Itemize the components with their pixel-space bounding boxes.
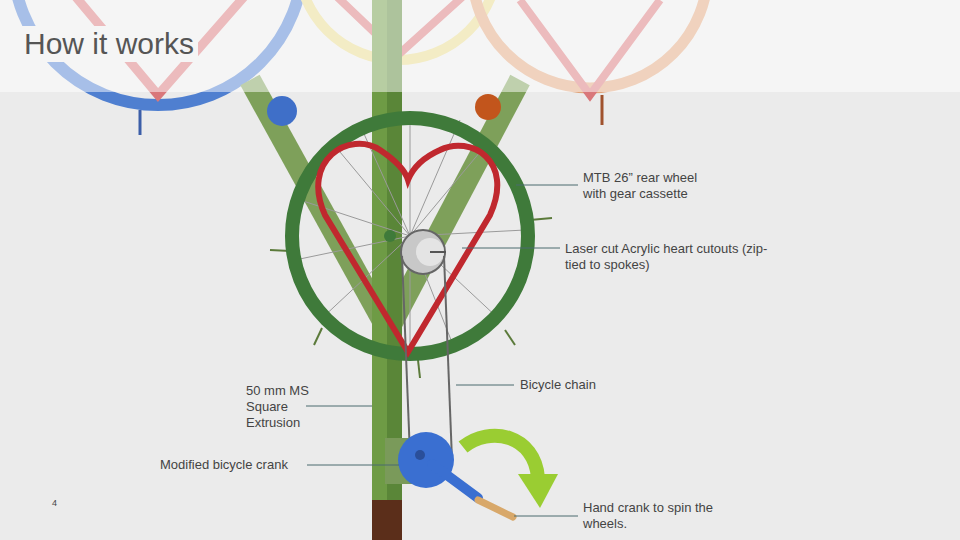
callout-label: Modified bicycle crank xyxy=(160,457,302,473)
callout-label: 50 mm MS Square Extrusion xyxy=(246,383,314,431)
page-number: 4 xyxy=(52,497,72,509)
callout-label: Laser cut Acrylic heart cutouts (zip-tie… xyxy=(565,241,780,273)
slide-title: How it works xyxy=(20,26,198,62)
callout-label: MTB 26” rear wheel with gear cassette xyxy=(583,170,718,202)
callout-label: Bicycle chain xyxy=(520,377,640,393)
callout-label: Hand crank to spin the wheels. xyxy=(583,500,733,532)
